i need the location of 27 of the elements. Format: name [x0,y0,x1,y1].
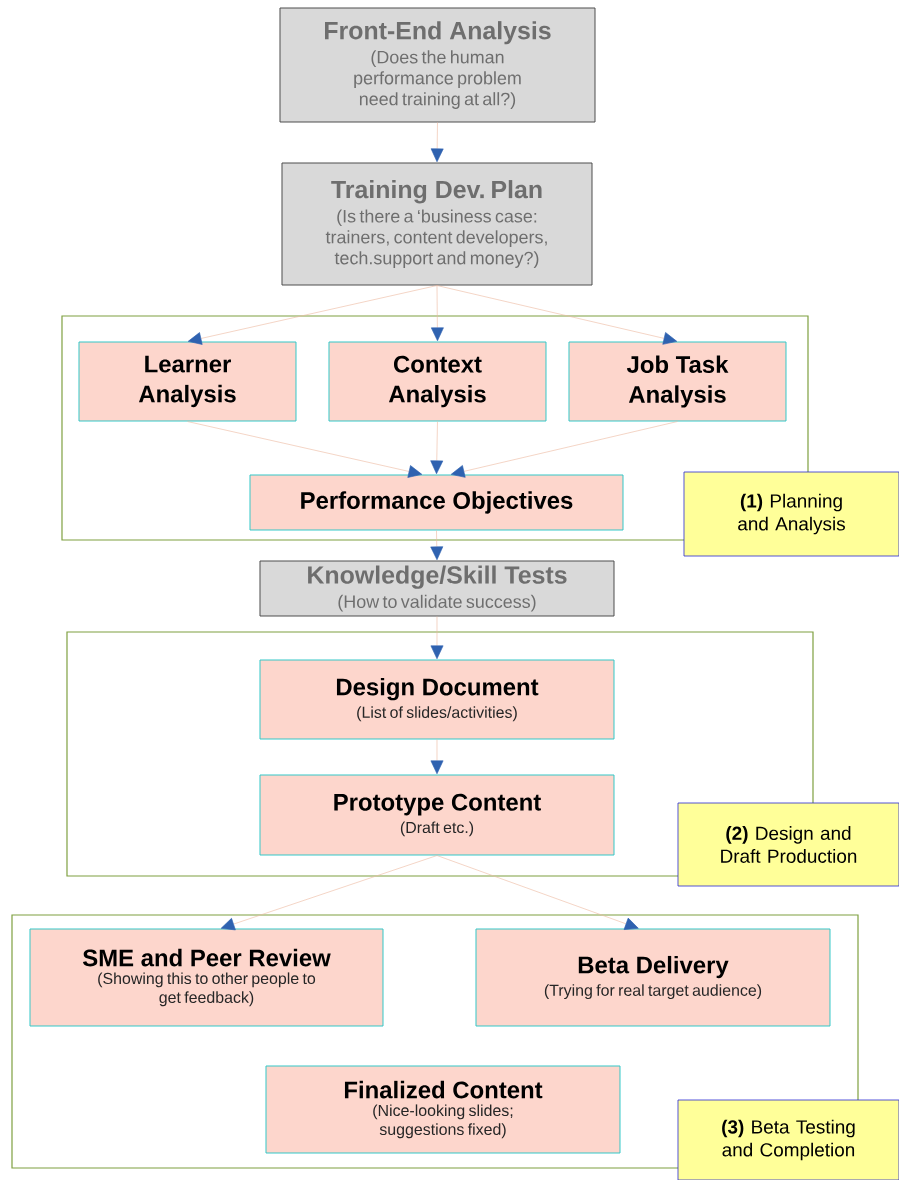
arrow [430,739,444,775]
step-box: Front-End Analysis (Does the human performance problem need training at all?) [279,7,596,123]
arrow [436,855,639,930]
process-box: SME and Peer Review (Showing this to other people to get feedback) [29,928,384,1027]
arrow [430,530,444,561]
process-box: Learner Analysis [78,341,297,422]
process-box: Performance Objectives [249,474,624,531]
section-label: (1) Planning and Analysis [683,471,899,557]
arrow [187,285,438,345]
process-box: Beta Delivery (Trying for real target audience) [475,928,831,1027]
process-box: Prototype Content (Draft etc.) [259,774,615,856]
arrow [430,285,444,342]
process-box: Context Analysis [328,341,547,422]
step-box: Training Dev. Plan (Is there a ‘business case: trainers, content developers, tech.support and money?) [281,162,593,286]
arrow [430,616,444,660]
process-box: Finalized Content (Nice-looking slides; suggestions fixed) [265,1065,621,1154]
arrow [436,285,678,345]
arrow [430,421,444,475]
arrow [220,855,438,931]
section-label: (3) Beta Testing and Completion [677,1099,899,1180]
step-box: Knowledge/Skill Tests (How to validate success) [259,560,615,617]
process-box: Design Document (List of slides/activities) [259,659,615,740]
process-box: Job Task Analysis [568,341,787,422]
arrow [430,122,444,163]
arrow [450,421,678,478]
section-label: (2) Design and Draft Production [677,802,899,887]
arrow [187,421,423,478]
